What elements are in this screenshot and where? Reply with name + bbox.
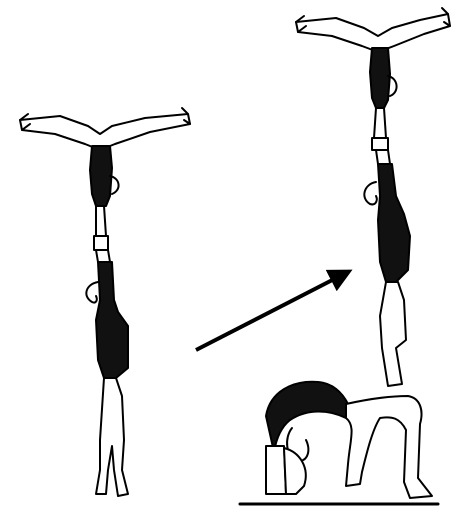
left-figure-group — [20, 108, 190, 496]
progression-arrow — [196, 274, 344, 350]
right-middle-legs — [380, 282, 406, 386]
right-middle-head — [364, 182, 376, 204]
right-middle-torso — [378, 164, 410, 282]
left-base-head — [86, 282, 98, 303]
bridge-hands — [284, 448, 306, 494]
right-middle-arms — [376, 150, 390, 164]
left-base-arms — [96, 250, 110, 262]
right-top-hands — [372, 138, 388, 150]
left-base-legs — [96, 378, 128, 496]
right-top-legs-split — [296, 14, 450, 52]
left-top-hands — [94, 236, 108, 250]
right-top-arms — [374, 108, 386, 142]
left-top-legs-split — [20, 114, 190, 150]
bridge-legs — [346, 396, 432, 498]
right-figure-group — [240, 8, 450, 504]
left-top-arms — [96, 206, 106, 240]
bridge-arms — [266, 446, 286, 494]
left-base-torso — [96, 262, 128, 378]
left-top-torso — [90, 146, 112, 206]
right-top-torso — [370, 48, 390, 108]
